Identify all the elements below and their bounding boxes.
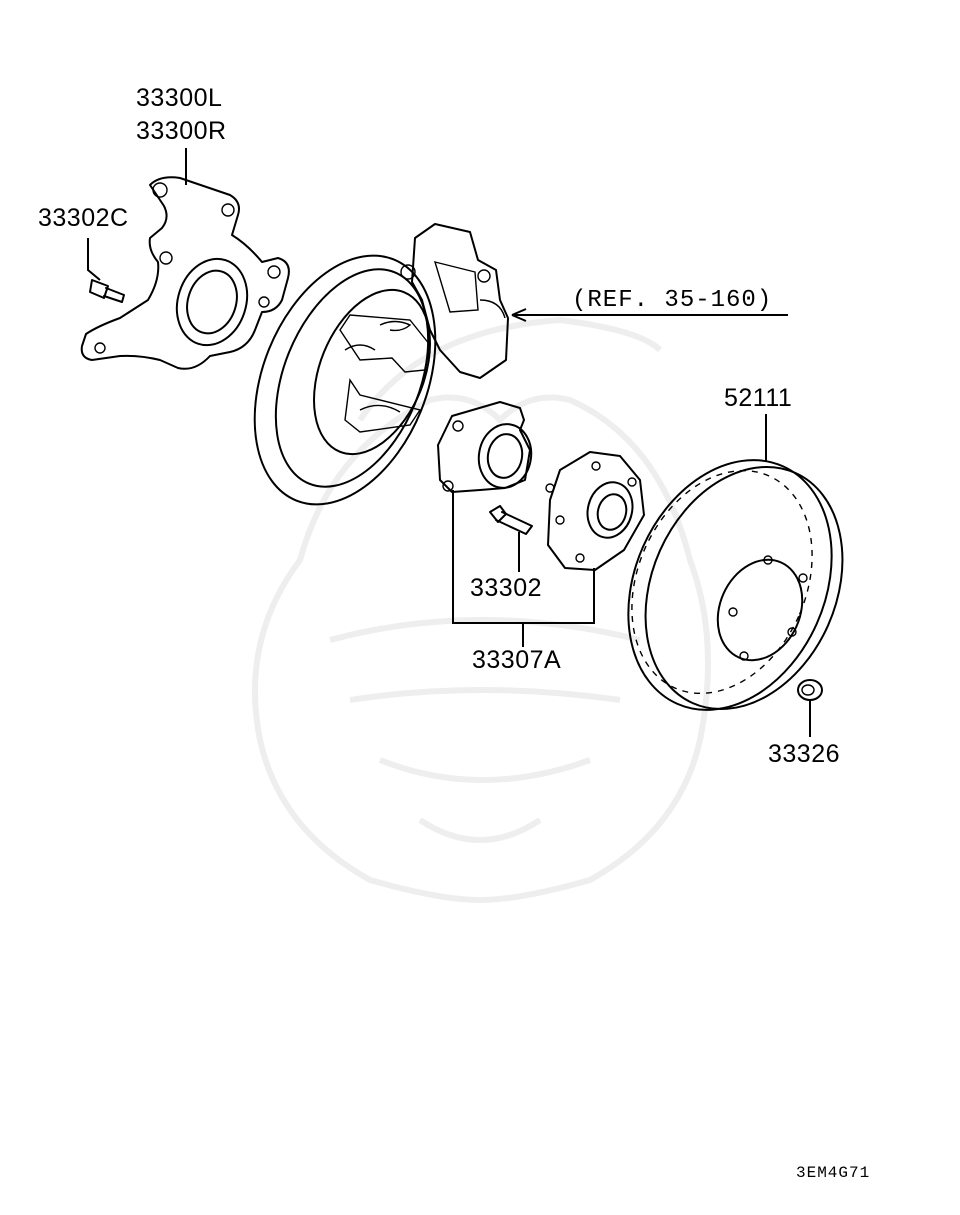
label-33300l: 33300L: [136, 84, 223, 112]
label-33326: 33326: [768, 740, 841, 768]
hub-cap: [797, 679, 823, 701]
diagram-code: 3EM4G71: [796, 1164, 871, 1182]
label-33302c: 33302C: [38, 204, 129, 232]
bolt-33302c: [89, 279, 125, 303]
brake-rotor: [627, 459, 844, 711]
label-33302: 33302: [470, 574, 543, 602]
label-33307a: 33307A: [472, 646, 562, 674]
hub-bolt: [489, 505, 533, 535]
label-52111: 52111: [724, 384, 793, 412]
label-ref: (REF. 35-160): [572, 287, 773, 314]
hub-flange: [545, 451, 645, 571]
hub-bearing: [437, 401, 533, 493]
label-33300r: 33300R: [136, 117, 227, 145]
leader-lines: [87, 148, 811, 737]
steering-knuckle: [80, 176, 290, 370]
backing-plate-assembly: [253, 223, 509, 506]
